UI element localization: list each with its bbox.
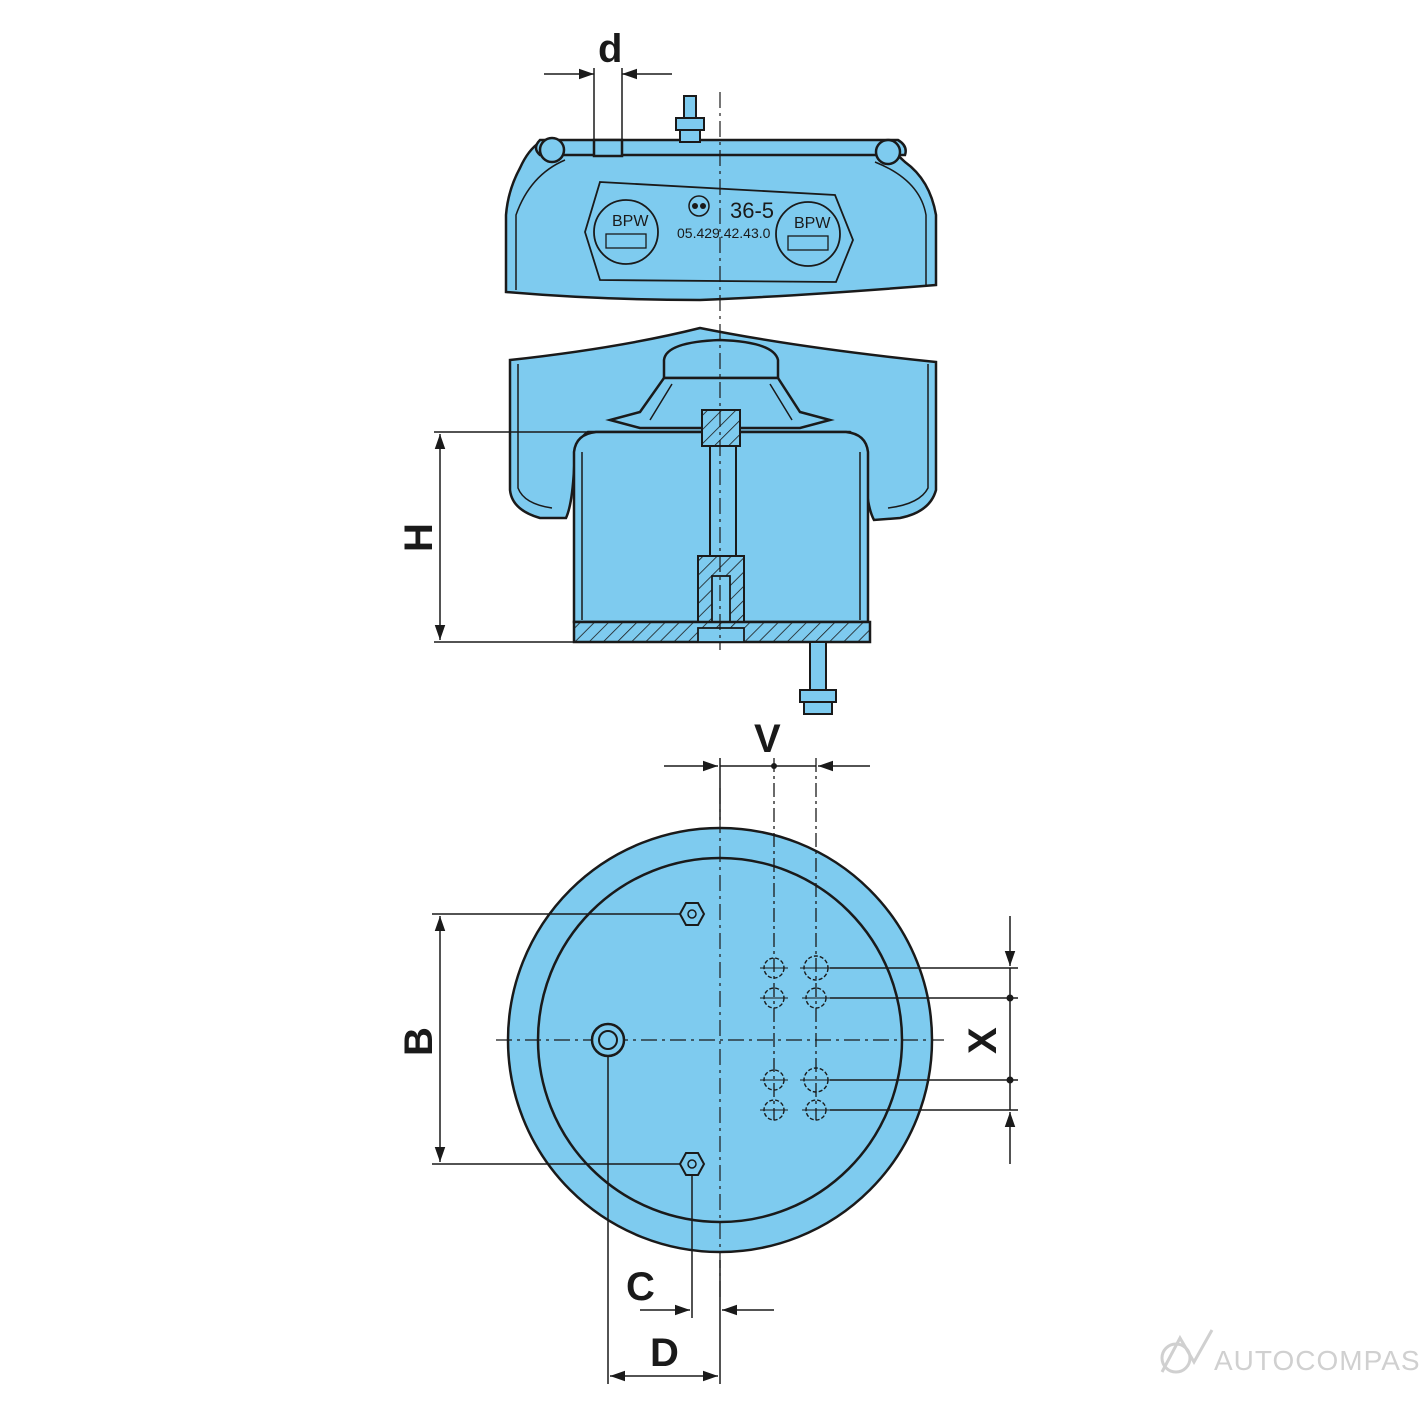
- label-V: V: [754, 717, 781, 761]
- bottom-view: [496, 788, 944, 1300]
- watermark-text: AUTOCOMPAS: [1214, 1345, 1420, 1376]
- dimension-H: H: [397, 431, 600, 643]
- label-H: H: [397, 523, 441, 552]
- bumper-cap: [662, 338, 780, 380]
- label-X: X: [961, 1027, 1005, 1054]
- watermark-logo-icon: [1160, 1329, 1214, 1374]
- stud-upper-icon: [678, 902, 706, 926]
- lower-bellows: [508, 326, 938, 715]
- lower-bellows-inner-line: [517, 364, 553, 509]
- label-d: d: [598, 27, 622, 71]
- upper-top-plate: [534, 138, 907, 157]
- bottom-air-fitting-icon: [799, 641, 837, 715]
- brand-logo-right-text: BPW: [794, 215, 831, 232]
- dimension-D: D: [607, 1056, 718, 1384]
- dimension-V: V: [664, 717, 870, 1120]
- certification-mark-icon: [688, 195, 710, 217]
- watermark: AUTOCOMPAS: [1160, 1329, 1420, 1376]
- label-B: B: [397, 1027, 441, 1056]
- brand-logo-left-icon: BPW: [593, 199, 659, 265]
- central-rod: [701, 409, 741, 447]
- label-D: D: [650, 1331, 679, 1375]
- part-number-text: 05.429.42.43.0: [677, 225, 771, 241]
- rod-bolt: [711, 575, 731, 623]
- port-d: [592, 138, 624, 158]
- stud-lower-icon: [678, 1152, 706, 1176]
- bumper-cone-inner: [649, 383, 793, 421]
- upper-bellows: BPW BPW 36-5 05.429.42.43.0: [504, 95, 938, 302]
- center-stud-icon: [590, 1022, 626, 1058]
- part-model-text: 36-5: [730, 198, 774, 223]
- top-air-fitting-icon: [675, 95, 705, 143]
- upper-bead-right: [874, 138, 902, 166]
- label-C: C: [626, 1265, 655, 1309]
- brand-logo-right-icon: BPW: [775, 201, 841, 267]
- brand-logo-left-text: BPW: [612, 213, 649, 230]
- base-bolt-head: [697, 627, 745, 643]
- dimension-d: d: [544, 27, 672, 140]
- upper-bellows-inner-line-right: [874, 161, 927, 285]
- upper-bead-left: [538, 136, 566, 164]
- dimension-C: C: [626, 1176, 774, 1384]
- upper-bellows-inner-line: [515, 159, 566, 290]
- dimension-X: X: [830, 916, 1018, 1164]
- central-bore: [709, 445, 737, 567]
- dimension-B: B: [397, 913, 680, 1165]
- lower-bellows-inner-line-right: [887, 364, 929, 509]
